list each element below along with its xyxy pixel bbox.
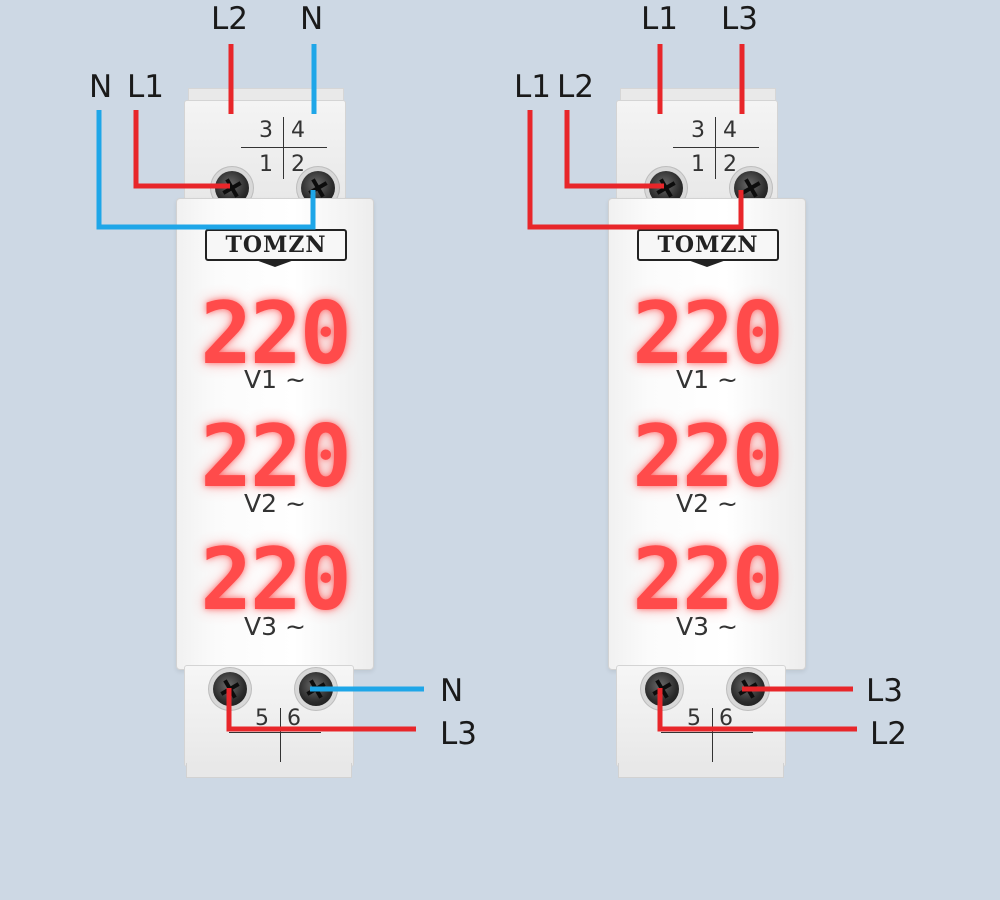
d2-label-bottom-lower: L2 xyxy=(870,716,907,752)
meter-body: TOMZN 220 V1 ~ 220 V2 ~ 220 V3 ~ xyxy=(176,198,374,670)
terminal-6-label: 6 xyxy=(287,706,301,731)
label-v1: V1 ~ xyxy=(676,365,738,394)
terminal-2-label: 2 xyxy=(291,152,305,177)
display-v1: 220 xyxy=(632,284,783,384)
terminal-divider-h xyxy=(661,732,753,733)
d2-label-term3-wire: L1 xyxy=(641,1,678,37)
terminal-1-label: 1 xyxy=(691,152,705,177)
display-v3: 220 xyxy=(200,530,351,630)
d2-label-term4-wire: L3 xyxy=(721,1,758,37)
terminal-divider-v xyxy=(283,117,284,179)
d1-label-bottom-lower: L3 xyxy=(440,716,477,752)
d1-label-term4-wire: N xyxy=(300,1,324,37)
label-v3: V3 ~ xyxy=(676,612,738,641)
wire-d1-l1-in xyxy=(133,110,230,189)
d1-label-inner-input: L1 xyxy=(127,69,164,105)
wire-d1-n-in xyxy=(96,110,316,230)
label-v2: V2 ~ xyxy=(676,489,738,518)
d1-label-outer-input: N xyxy=(89,69,113,105)
display-v2: 220 xyxy=(200,407,351,507)
label-v2: V2 ~ xyxy=(244,489,306,518)
label-v3: V3 ~ xyxy=(244,612,306,641)
terminal-divider-h xyxy=(673,147,759,148)
terminal-2-label: 2 xyxy=(723,152,737,177)
wire-d2-term5 xyxy=(657,688,857,732)
terminal-divider-h xyxy=(229,732,321,733)
d2-label-outer-input: L1 xyxy=(514,69,551,105)
terminal-divider-v xyxy=(712,708,713,762)
bottom-foot xyxy=(186,763,352,778)
terminal-5-label: 5 xyxy=(255,706,269,731)
voltmeter-device-1: 3 4 1 2 TOMZN 220 V1 ~ 220 V2 ~ 220 V3 ~… xyxy=(176,88,376,790)
d2-label-inner-input: L2 xyxy=(557,69,594,105)
terminal-divider-h xyxy=(241,147,327,148)
brand-logo: TOMZN xyxy=(637,229,779,261)
terminal-5-label: 5 xyxy=(687,706,701,731)
top-tab xyxy=(188,88,344,103)
terminal-4-label: 4 xyxy=(291,118,305,143)
brand-logo-tip xyxy=(685,259,729,267)
terminal-4-label: 4 xyxy=(723,118,737,143)
terminal-3-label: 3 xyxy=(259,118,273,143)
display-v1: 220 xyxy=(200,284,351,384)
brand-logo: TOMZN xyxy=(205,229,347,261)
label-v1: V1 ~ xyxy=(244,365,306,394)
terminal-divider-v xyxy=(715,117,716,179)
bottom-foot xyxy=(618,763,784,778)
wire-d2-l2-in xyxy=(564,110,664,189)
terminal-3-label: 3 xyxy=(691,118,705,143)
d1-label-term3-wire: L2 xyxy=(211,1,248,37)
brand-logo-tip xyxy=(253,259,297,267)
terminal-divider-v xyxy=(280,708,281,762)
display-v2: 220 xyxy=(632,407,783,507)
meter-body: TOMZN 220 V1 ~ 220 V2 ~ 220 V3 ~ xyxy=(608,198,806,670)
terminal-1-label: 1 xyxy=(259,152,273,177)
d1-label-bottom-upper: N xyxy=(440,673,464,709)
d2-label-bottom-upper: L3 xyxy=(866,673,903,709)
wire-d2-l1-in xyxy=(527,110,744,230)
display-v3: 220 xyxy=(632,530,783,630)
wire-d1-term5 xyxy=(226,688,416,732)
terminal-6-label: 6 xyxy=(719,706,733,731)
